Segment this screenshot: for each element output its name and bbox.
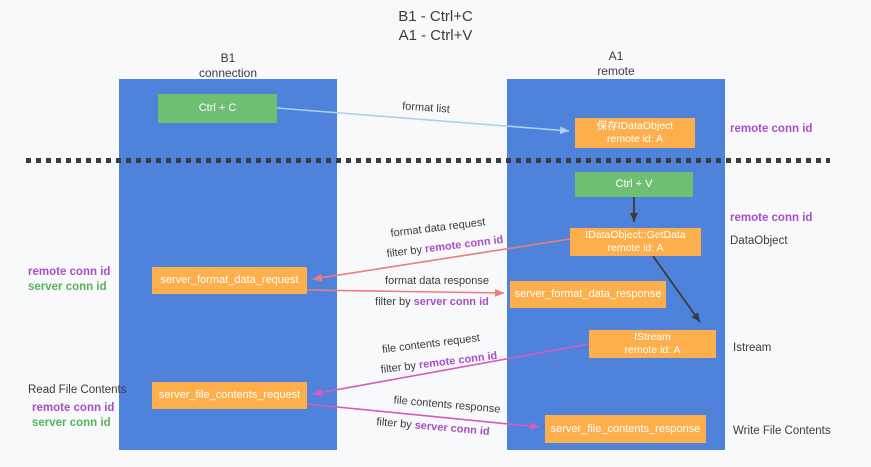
label-format-data-request: format data request bbox=[389, 216, 487, 240]
title-line-2: A1 - Ctrl+V bbox=[398, 27, 473, 44]
node-server-format-data-response-label: server_format_data_response bbox=[514, 288, 662, 300]
filter-by-text: filter by bbox=[380, 359, 420, 377]
label-file-contents-response: file contents response bbox=[393, 394, 501, 416]
lane-header-b1: B1 connection bbox=[119, 51, 337, 81]
lane-b1-role: connection bbox=[198, 66, 258, 80]
remote-conn-id-text: remote conn id bbox=[418, 349, 498, 372]
boundary-dashed-line bbox=[26, 158, 830, 163]
node-istream-line2: remote id: A bbox=[624, 344, 681, 356]
label-remote-conn-id-left-1: remote conn id bbox=[28, 266, 111, 278]
label-write-file-contents: Write File Contents bbox=[733, 425, 831, 437]
server-conn-id-text: server conn id bbox=[414, 419, 491, 438]
filter-by-text: filter by bbox=[375, 296, 414, 308]
lane-a1-role: remote bbox=[597, 64, 635, 78]
remote-conn-id-text: remote conn id bbox=[424, 233, 504, 256]
label-file-contents-request: file contents request bbox=[381, 332, 481, 356]
node-save-idataobject-line1: 保存IDataObject bbox=[596, 120, 674, 132]
node-idataobject-getdata-line2: remote id: A bbox=[607, 242, 664, 254]
node-istream-line1: IStream bbox=[634, 331, 671, 343]
filter-by-text: filter by bbox=[375, 416, 416, 432]
lane-b1-name: B1 bbox=[220, 51, 236, 65]
label-format-data-response: format data response bbox=[385, 275, 489, 287]
label-filter-by-server-conn-id-2: filter by server conn id bbox=[376, 416, 490, 438]
node-server-format-data-request-label: server_format_data_request bbox=[160, 274, 299, 286]
node-server-file-contents-request-label: server_file_contents_request bbox=[158, 389, 301, 401]
label-remote-conn-id-right-mid: remote conn id bbox=[730, 212, 813, 224]
node-server-file-contents-request: server_file_contents_request bbox=[152, 382, 307, 409]
lane-a1-name: A1 bbox=[608, 49, 624, 63]
node-ctrl-v: Ctrl + V bbox=[575, 172, 693, 197]
lane-header-a1: A1 remote bbox=[507, 49, 725, 79]
label-read-file-contents: Read File Contents bbox=[28, 384, 127, 396]
label-istream: Istream bbox=[733, 342, 772, 354]
diagram-title: B1 - Ctrl+C A1 - Ctrl+V bbox=[0, 7, 871, 45]
label-remote-conn-id-left-2: remote conn id bbox=[32, 402, 115, 414]
server-conn-id-text: server conn id bbox=[413, 296, 489, 308]
node-server-format-data-request: server_format_data_request bbox=[152, 267, 307, 294]
node-save-idataobject: 保存IDataObject remote id: A bbox=[575, 118, 695, 148]
node-server-file-contents-response: server_file_contents_response bbox=[545, 415, 706, 443]
label-format-list: format list bbox=[401, 100, 451, 116]
node-ctrl-c: Ctrl + C bbox=[158, 94, 277, 123]
label-server-conn-id-left-1: server conn id bbox=[28, 281, 107, 293]
node-save-idataobject-line2: remote id: A bbox=[606, 133, 664, 145]
node-istream: IStream remote id: A bbox=[589, 330, 716, 358]
node-ctrl-v-label: Ctrl + V bbox=[615, 178, 653, 190]
label-remote-conn-id-right-top: remote conn id bbox=[730, 123, 813, 135]
node-server-file-contents-response-label: server_file_contents_response bbox=[550, 422, 701, 435]
label-server-conn-id-left-2: server conn id bbox=[32, 417, 111, 429]
title-line-1: B1 - Ctrl+C bbox=[398, 8, 473, 25]
node-idataobject-getdata: IDataObject::GetData remote id: A bbox=[570, 228, 701, 256]
filter-by-text: filter by bbox=[386, 243, 426, 261]
node-ctrl-c-label: Ctrl + C bbox=[198, 102, 237, 114]
node-server-format-data-response: server_format_data_response bbox=[510, 281, 666, 308]
label-filter-by-server-conn-id-1: filter by server conn id bbox=[375, 296, 489, 308]
node-idataobject-getdata-line1: IDataObject::GetData bbox=[585, 229, 686, 241]
label-dataobject: DataObject bbox=[730, 235, 788, 247]
